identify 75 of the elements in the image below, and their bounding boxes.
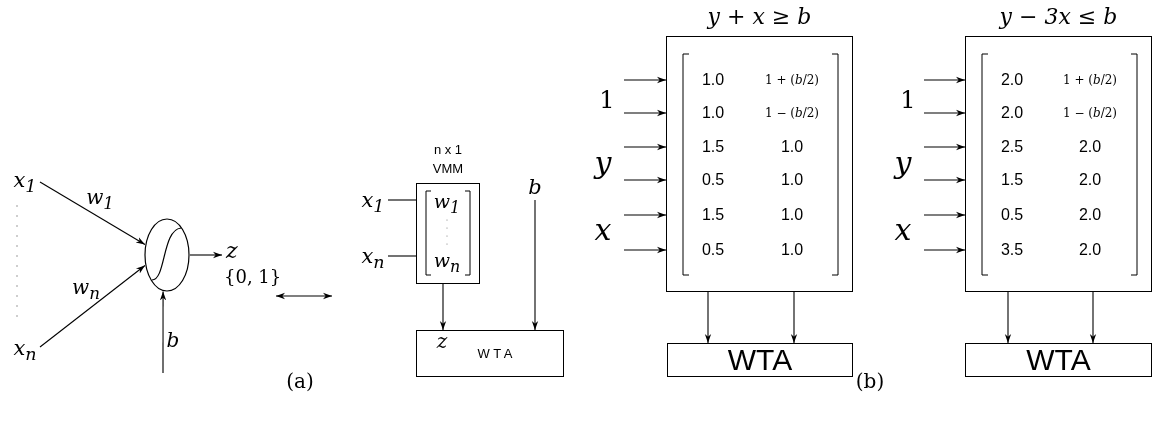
- matrix-value: 1.0: [780, 172, 804, 188]
- matrix-value: 1.0: [780, 242, 804, 258]
- output-range: {0, 1}: [224, 266, 282, 287]
- edge-label: w$_{1}$: [86, 187, 114, 213]
- arrow: [39, 181, 146, 246]
- arrow: [923, 211, 966, 219]
- edge-label: b: [166, 330, 180, 350]
- matrix-value: 1 + (b/2): [1063, 74, 1117, 86]
- matrix-value: 3.5: [1000, 242, 1024, 258]
- input-label: y: [894, 148, 912, 178]
- arrow: [923, 176, 966, 184]
- matrix-value: 2.5: [1000, 139, 1024, 155]
- arrow: [1004, 291, 1012, 344]
- matrix-value: 1.0: [701, 105, 725, 121]
- matrix-value: 0.5: [1000, 207, 1024, 223]
- matrix-value: 1 + (b/2): [765, 74, 819, 86]
- arrow: [439, 283, 447, 331]
- variable-label: b: [526, 174, 544, 200]
- arrow: [704, 291, 712, 344]
- matrix-value: 0.5: [701, 242, 725, 258]
- variable-label: x$_{1}$: [10, 166, 40, 194]
- constraint-title: y − 3x ≤ b: [999, 6, 1118, 28]
- matrix-value: 1 − (b/2): [1063, 107, 1117, 119]
- arrow: [623, 143, 667, 151]
- input-label: y: [594, 148, 612, 178]
- arrow: [790, 291, 798, 344]
- matrix-value: 2.0: [1078, 242, 1102, 258]
- wta-box: WTA: [667, 343, 853, 377]
- output-label: z: [226, 238, 238, 263]
- weight-label: w$_{1}$: [433, 192, 461, 216]
- variable-label: x$_{1}$: [358, 186, 388, 214]
- block-title: n x 1 VMM: [431, 141, 465, 178]
- input-label: 1: [599, 88, 615, 112]
- arrow: [159, 290, 167, 374]
- matrix-value: 2.0: [1078, 207, 1102, 223]
- arrow: [623, 109, 667, 117]
- matrix-value: 1.0: [780, 139, 804, 155]
- matrix-value: 1 − (b/2): [765, 107, 819, 119]
- matrix-value: 1.5: [1000, 172, 1024, 188]
- arrow: [923, 246, 966, 254]
- arrow: [923, 109, 966, 117]
- wta-box: WTA: [965, 343, 1152, 377]
- constraint-title: y + x ≥ b: [707, 6, 812, 28]
- matrix-value: 0.5: [701, 172, 725, 188]
- matrix-value: 2.0: [1000, 105, 1024, 121]
- matrix-value: 1.0: [701, 72, 725, 88]
- arrow: [189, 251, 223, 259]
- input-label: x: [594, 215, 612, 245]
- variable-label: x$_{n}$: [358, 242, 388, 270]
- arrow: [623, 246, 667, 254]
- arrow: [923, 76, 966, 84]
- edge-label: z: [436, 331, 448, 351]
- input-label: 1: [900, 88, 916, 112]
- matrix-value: 2.0: [1000, 72, 1024, 88]
- connector-line: [387, 199, 417, 201]
- matrix-value: 1.0: [780, 207, 804, 223]
- weight-label: w$_{n}$: [433, 251, 461, 275]
- input-label: x: [894, 215, 912, 245]
- variable-label: x$_{n}$: [10, 334, 40, 362]
- connector-line: [387, 255, 417, 257]
- panel-caption: (a): [286, 371, 314, 391]
- arrow: [531, 199, 539, 331]
- matrix-value: 1.5: [701, 139, 725, 155]
- arrow: [39, 264, 146, 348]
- arrow: [923, 143, 966, 151]
- neuron-circle: [144, 218, 190, 292]
- panel-caption: (b): [855, 371, 885, 391]
- arrow: [1089, 291, 1097, 344]
- arrow: [623, 76, 667, 84]
- matrix-value: 2.0: [1078, 139, 1102, 155]
- matrix-value: 2.0: [1078, 172, 1102, 188]
- arrow: [623, 211, 667, 219]
- arrow: [623, 176, 667, 184]
- matrix-value: 1.5: [701, 207, 725, 223]
- edge-label: w$_{n}$: [72, 277, 100, 303]
